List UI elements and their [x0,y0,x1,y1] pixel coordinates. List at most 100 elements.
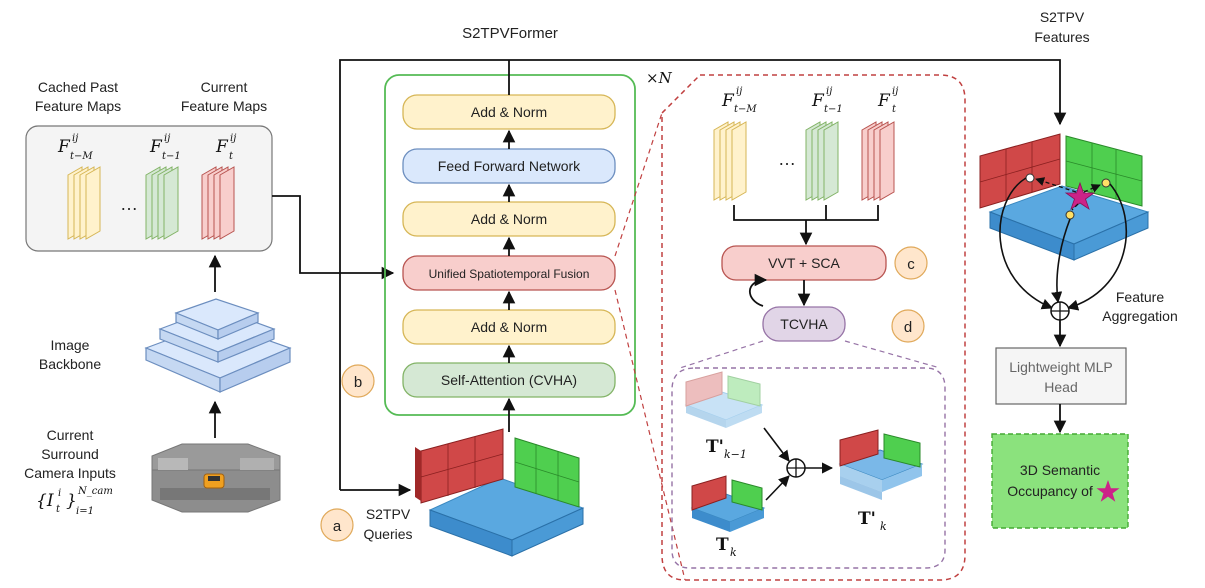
features-label-2: Features [1034,29,1089,45]
s2tpv-queries-cube [415,428,585,557]
zoom-purple-left [679,340,764,369]
svg-text:t−M: t−M [70,151,93,162]
detail-stack-green [805,121,839,201]
tpv-output-label: T' k [858,509,887,533]
s2tpv-features-cube [979,133,1150,261]
surround-camera-image [151,443,281,513]
zoom-line-bottom [614,289,686,581]
svg-text:t: t [892,104,897,115]
badge-a [320,508,354,542]
queries-label-1: S2TPV [366,506,411,522]
query-star-icon [1064,181,1096,210]
feature-stack-green-left [145,166,179,240]
detail-stack-red [861,121,895,201]
svg-text:k: k [730,546,737,559]
detail-feat-label-tm: F ij t−M [721,86,757,115]
loop-tcvha [748,273,768,307]
svg-text:F: F [149,137,163,157]
merge-lines [733,205,879,221]
svg-text:ij: ij [72,133,78,144]
arrow-features-to-fusion [272,195,395,280]
mlp-label-2: Head [1044,379,1077,395]
badge-c [894,246,928,280]
mlp-label-1: Lightweight MLP [1009,359,1113,375]
backbone-label-2: Backbone [39,356,101,372]
fusion-label: Unified Spatiotemporal Fusion [429,267,590,281]
image-backbone-pyramid [144,298,292,393]
svg-text:t: t [229,151,234,162]
self-attention-label: Self-Attention (CVHA) [441,372,577,388]
detail-feat-label-t1: F ij t−1 [811,86,843,115]
svg-text:N_cam: N_cam [77,486,113,497]
queries-label-2: Queries [363,526,412,542]
svg-text:t: t [56,504,61,515]
aggregation-label-2: Aggregation [1102,308,1178,324]
svg-text:ij: ij [736,86,742,97]
svg-text:ij: ij [230,133,236,144]
svg-text:T': T' [858,509,876,529]
camera-label-3: Camera Inputs [24,465,116,481]
current-label-1: Current [201,79,248,95]
occupancy-star-icon [1096,480,1120,502]
occupancy-block [991,433,1129,529]
detail-feat-label-t: F ij t [877,86,898,115]
add-norm-low-label: Add & Norm [471,319,547,335]
mlp-head-block [995,347,1127,405]
vvt-sca-label: VVT + SCA [768,255,840,271]
tpv-output-cube [838,429,924,500]
sample-point-red [1025,173,1035,183]
svg-text:T': T' [706,437,724,457]
agg-curve-mid [1051,218,1071,304]
sample-point-blue [1065,210,1075,220]
feat-label-t: F ij t [215,133,236,162]
tpv-current-cube [690,475,766,532]
svg-text:t−1: t−1 [162,151,181,162]
diagram-title: S2TPVFormer [462,25,558,42]
zoom-line-top [614,112,663,257]
occupancy-label-1: 3D Semantic [1020,462,1100,478]
svg-text:ij: ij [826,86,832,97]
svg-text:t−M: t−M [734,104,757,115]
feat-label-t1: F ij t−1 [149,133,181,162]
sample-point-green [1101,178,1111,188]
tpv-prev-label: T' k−1 [706,437,747,461]
tpv-prev-cube [684,371,764,428]
route-top-to-features [339,59,1067,490]
tcvha-label: TCVHA [780,316,828,332]
badge-b-label: b [354,374,362,391]
cached-label-2: Feature Maps [35,98,121,114]
camera-math: {I t i } i=1 N_cam [36,486,113,517]
agg-curve-left [999,177,1054,310]
svg-text:F: F [811,91,825,111]
current-label-2: Feature Maps [181,98,267,114]
svg-text:i: i [58,488,61,499]
svg-text:F: F [57,137,71,157]
ref-arrow-blue [1071,203,1079,211]
aggregation-label-1: Feature [1116,289,1164,305]
repeat-label: ×N [646,69,673,87]
occupancy-label-2: Occupancy of [1007,483,1093,499]
camera-label-1: Current [47,427,94,443]
ffn-label: Feed Forward Network [438,158,581,174]
features-label-1: S2TPV [1040,9,1085,25]
zoom-purple-right [844,340,941,369]
badge-b [341,364,375,398]
svg-text:t−1: t−1 [824,104,843,115]
svg-text:F: F [215,137,229,157]
badge-d-label: d [904,319,912,336]
add-norm-mid-label: Add & Norm [471,211,547,227]
agg-curve-right [1066,183,1128,311]
svg-text:i=1: i=1 [76,506,94,517]
backbone-label-1: Image [51,337,90,353]
arrow-current-to-oplus [765,475,790,501]
dots-detail: … [778,149,796,169]
badge-a-label: a [333,518,342,535]
fusion-detail-frame [661,74,966,581]
svg-text:ij: ij [164,133,170,144]
tcvha-detail-frame [671,367,946,569]
tcvha-block [762,306,846,342]
cached-label-1: Cached Past [38,79,118,95]
add-norm-top-label: Add & Norm [471,104,547,120]
badge-c-label: c [907,256,915,273]
